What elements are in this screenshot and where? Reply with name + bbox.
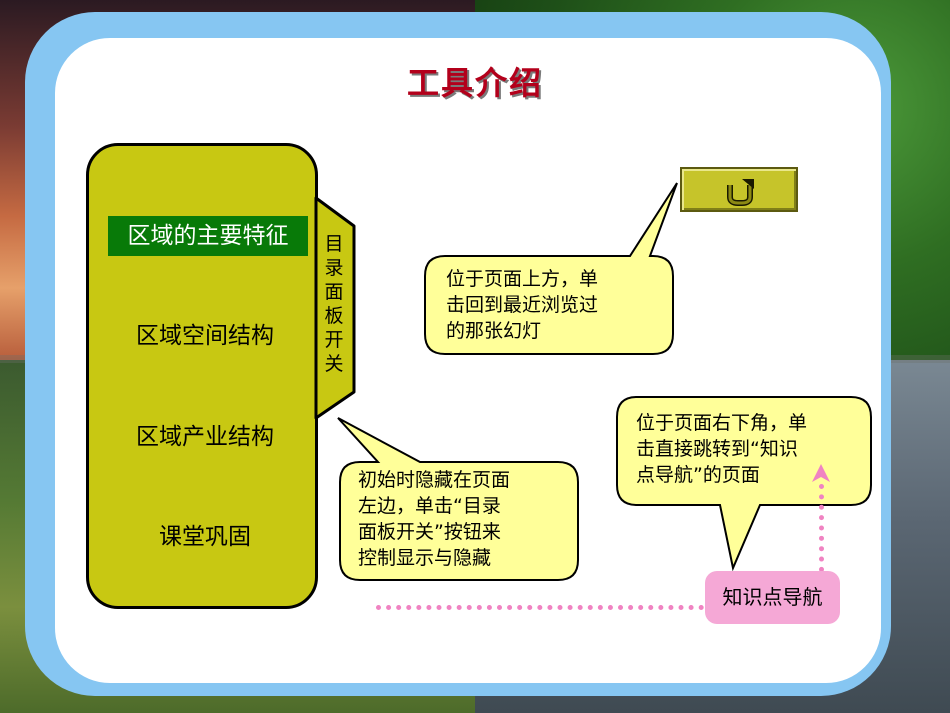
navigation-callout-line: 击直接跳转到“知识	[636, 436, 807, 462]
back-callout-text: 位于页面上方，单 击回到最近浏览过 的那张幻灯	[446, 266, 598, 344]
back-callout-line: 击回到最近浏览过	[446, 292, 598, 318]
toggle-callout-line: 初始时隐藏在页面	[358, 467, 510, 493]
toggle-callout-text: 初始时隐藏在页面 左边，单击“目录 面板开关”按钮来 控制显示与隐藏	[358, 467, 510, 571]
back-callout-line: 的那张幻灯	[446, 318, 598, 344]
dotted-connector-horizontal	[376, 605, 704, 610]
dotted-connector-vertical	[819, 484, 824, 572]
arrow-up-icon	[810, 462, 832, 486]
toggle-callout-line: 面板开关”按钮来	[358, 519, 510, 545]
toggle-callout-line: 左边，单击“目录	[358, 493, 510, 519]
knowledge-navigation-button[interactable]: 知识点导航	[705, 571, 840, 624]
navigation-callout-line: 点导航”的页面	[636, 462, 807, 488]
back-callout-line: 位于页面上方，单	[446, 266, 598, 292]
navigation-callout-line: 位于页面右下角，单	[636, 410, 807, 436]
navigation-callout-text: 位于页面右下角，单 击直接跳转到“知识 点导航”的页面	[636, 410, 807, 488]
toggle-callout-line: 控制显示与隐藏	[358, 545, 510, 571]
